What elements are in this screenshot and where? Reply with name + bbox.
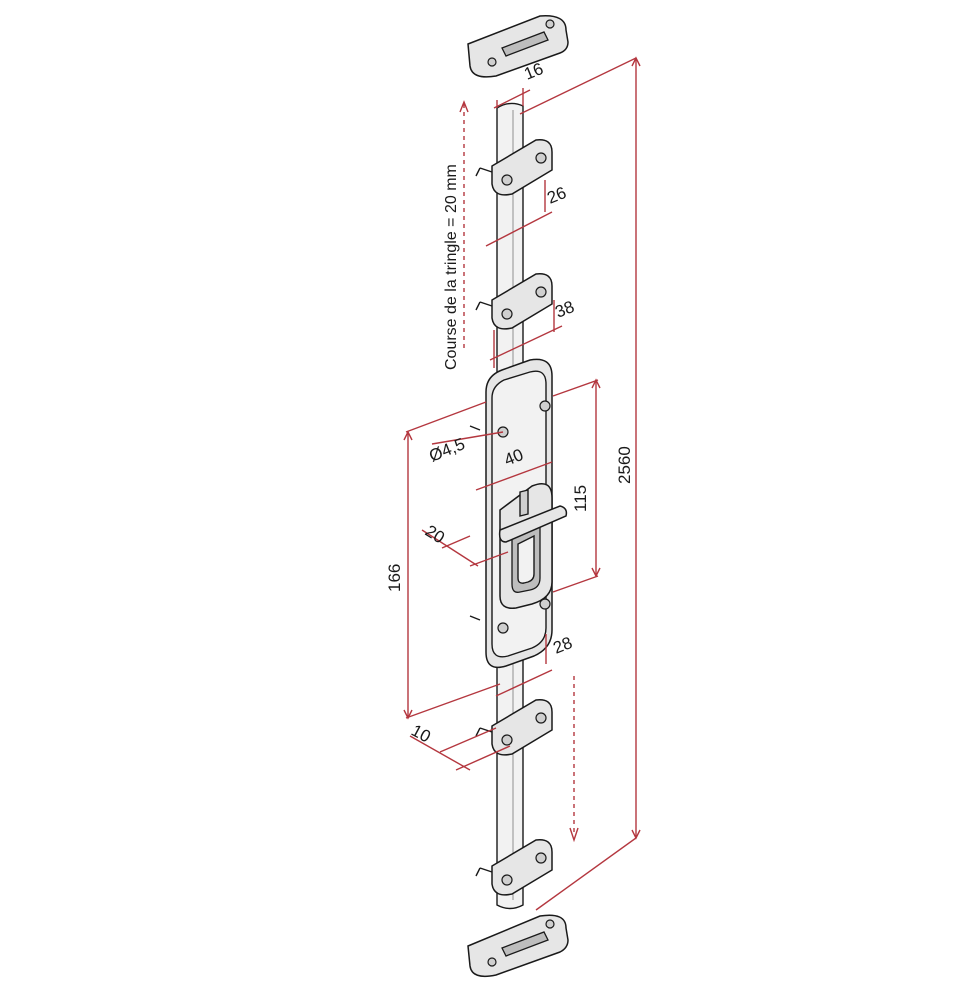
dimension-course	[459, 100, 469, 352]
top-strike-plate	[467, 15, 569, 78]
case-screw-top-right	[539, 400, 551, 412]
label-28: 28	[550, 633, 575, 658]
rod-guide-1	[475, 139, 553, 196]
label-10: 10	[408, 721, 434, 747]
rod-guide-4	[475, 839, 553, 896]
dimension-20	[421, 529, 509, 567]
handle	[498, 483, 568, 609]
label-166: 166	[385, 564, 404, 592]
rod-guide-3	[475, 699, 553, 756]
rod-guide-2	[475, 273, 553, 330]
dimension-38	[489, 300, 563, 368]
label-2560: 2560	[615, 446, 634, 484]
dimension-28	[495, 634, 553, 697]
dimension-26	[485, 180, 553, 247]
dimension-40	[475, 461, 553, 491]
dimension-16	[493, 88, 531, 109]
dimension-166	[403, 401, 501, 720]
label-course: Course de la tringle = 20 mm	[443, 164, 460, 370]
dimension-115	[552, 378, 601, 593]
dimension-2560	[519, 56, 641, 911]
label-26: 26	[544, 183, 569, 208]
label-115: 115	[571, 485, 590, 512]
rod-travel-arrow	[569, 676, 579, 843]
dimension-diameter	[431, 431, 504, 445]
case-screw-bottom-right	[539, 598, 551, 610]
dimension-10	[409, 727, 511, 771]
bottom-strike-plate	[467, 914, 569, 978]
case-screw-bottom-left	[497, 622, 509, 634]
label-38: 38	[552, 297, 577, 322]
label-diameter: Ø4,5	[426, 434, 467, 465]
